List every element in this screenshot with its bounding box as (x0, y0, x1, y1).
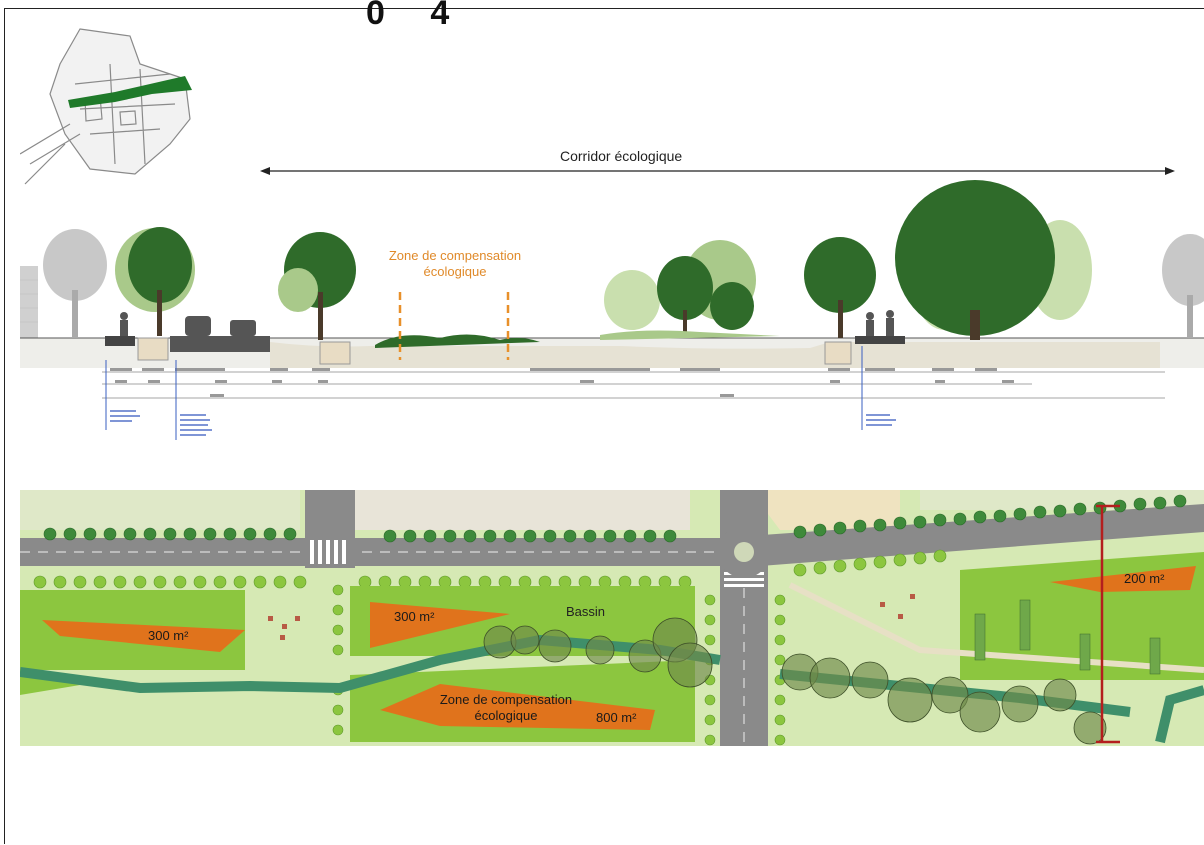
section-zone-label-line1: Zone de compensation (388, 248, 522, 263)
grey-tree-left (43, 229, 107, 338)
grey-tree-right (1162, 234, 1204, 338)
plan-canopy-cluster (483, 617, 1107, 745)
corridor-label: Corridor écologique (560, 148, 683, 164)
plan-tree-row (43, 494, 1187, 543)
plan-area-shape (380, 684, 655, 730)
section-zone-label: Zone de compensation écologique (370, 248, 540, 280)
tree-dark (115, 227, 195, 336)
section-zone-label-line2: écologique (423, 264, 487, 279)
tree-dark (804, 237, 876, 338)
corridor-arrow (260, 167, 1175, 175)
cross-section-drawing (20, 180, 1204, 440)
plan-area-shape (370, 602, 510, 648)
plan-area-label: 300 m² (148, 628, 189, 643)
locator-map (20, 28, 192, 185)
tree-dark (278, 232, 356, 340)
plan-bassin-label: Bassin (566, 604, 606, 619)
plan-area-label: 300 m² (394, 609, 435, 624)
plan-zone-label: Zone de compensation écologique (426, 692, 586, 724)
slide-frame (4, 8, 1204, 844)
tree-cluster (604, 240, 756, 338)
road-section (170, 336, 270, 352)
title-fragment: 0 4 (366, 0, 468, 32)
plan-zone-label-line2: écologique (474, 708, 538, 723)
plan-area-shape (1050, 566, 1196, 592)
car-icon (230, 320, 256, 336)
car-icon (185, 316, 211, 336)
plan-area-label: 800 m² (596, 710, 637, 725)
pedestrian-icon (886, 310, 894, 318)
pedestrian-icon (866, 312, 874, 320)
plan-area-label: 200 m² (1124, 571, 1165, 586)
pedestrian-icon (120, 312, 128, 320)
plan-area-shape (42, 620, 245, 652)
locator-highlight (68, 76, 192, 108)
tree-large (895, 180, 1092, 340)
plan-zone-label-line1: Zone de compensation (439, 692, 573, 707)
plan-view (20, 490, 1204, 746)
